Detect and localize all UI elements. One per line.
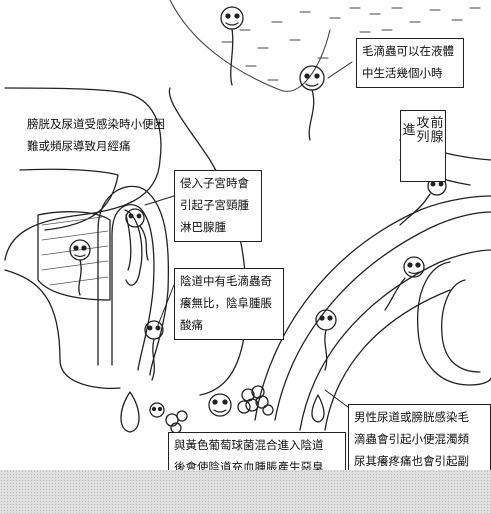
trichomonad-4 [125,208,149,261]
bladder-region [37,211,111,301]
prostate-label: 前腺 攻列 進 [400,110,446,182]
uterus-vagina-outline [97,185,170,376]
caption-staph: 與黃色葡萄球菌混合進入陰道 後會使陰道充血腫脹產生惡臭 [168,432,346,476]
caption-male: 男性尿道或膀胱感染毛 滴蟲會引起小便混濁頻 尿其癢疼痛也會引起副 [348,404,491,474]
trichomonad-5 [144,320,164,381]
trichomonad-7 [399,176,447,226]
trichomonad-3 [69,239,91,296]
prostate-label-col1: 前腺 [430,116,444,145]
prostate-label-col2: 攻列 [416,116,430,145]
male-anatomy-outline [254,139,491,431]
male-drop [311,394,325,423]
caption-bladder: 膀胱及尿道受感染時小便困 難或頻尿導致月經痛 [27,117,165,153]
trichomonad-2 [299,65,325,141]
caption-uterus: 侵入子宮時會 引起子宮頸腫 淋巴腺腫 [174,170,262,242]
caption-vagina: 陰道中有毛滴蟲奇 癢無比，陰阜腫脹 酸痛 [174,268,284,340]
bottom-scan-strip [0,470,491,514]
trichomonad-8 [384,256,425,311]
trichomonad-6 [208,393,232,417]
trichomonad-9 [315,309,337,371]
trichomonad-10 [149,402,165,418]
prostate-label-col3: 進 [402,123,416,138]
leader-lines [144,61,437,411]
trichomonad-1 [220,6,244,86]
caption-trich-lifespan: 毛滴蟲可以在液體 中生活幾個小時 [356,38,464,88]
staph-cluster [165,385,274,434]
discharge-drop [120,391,140,433]
